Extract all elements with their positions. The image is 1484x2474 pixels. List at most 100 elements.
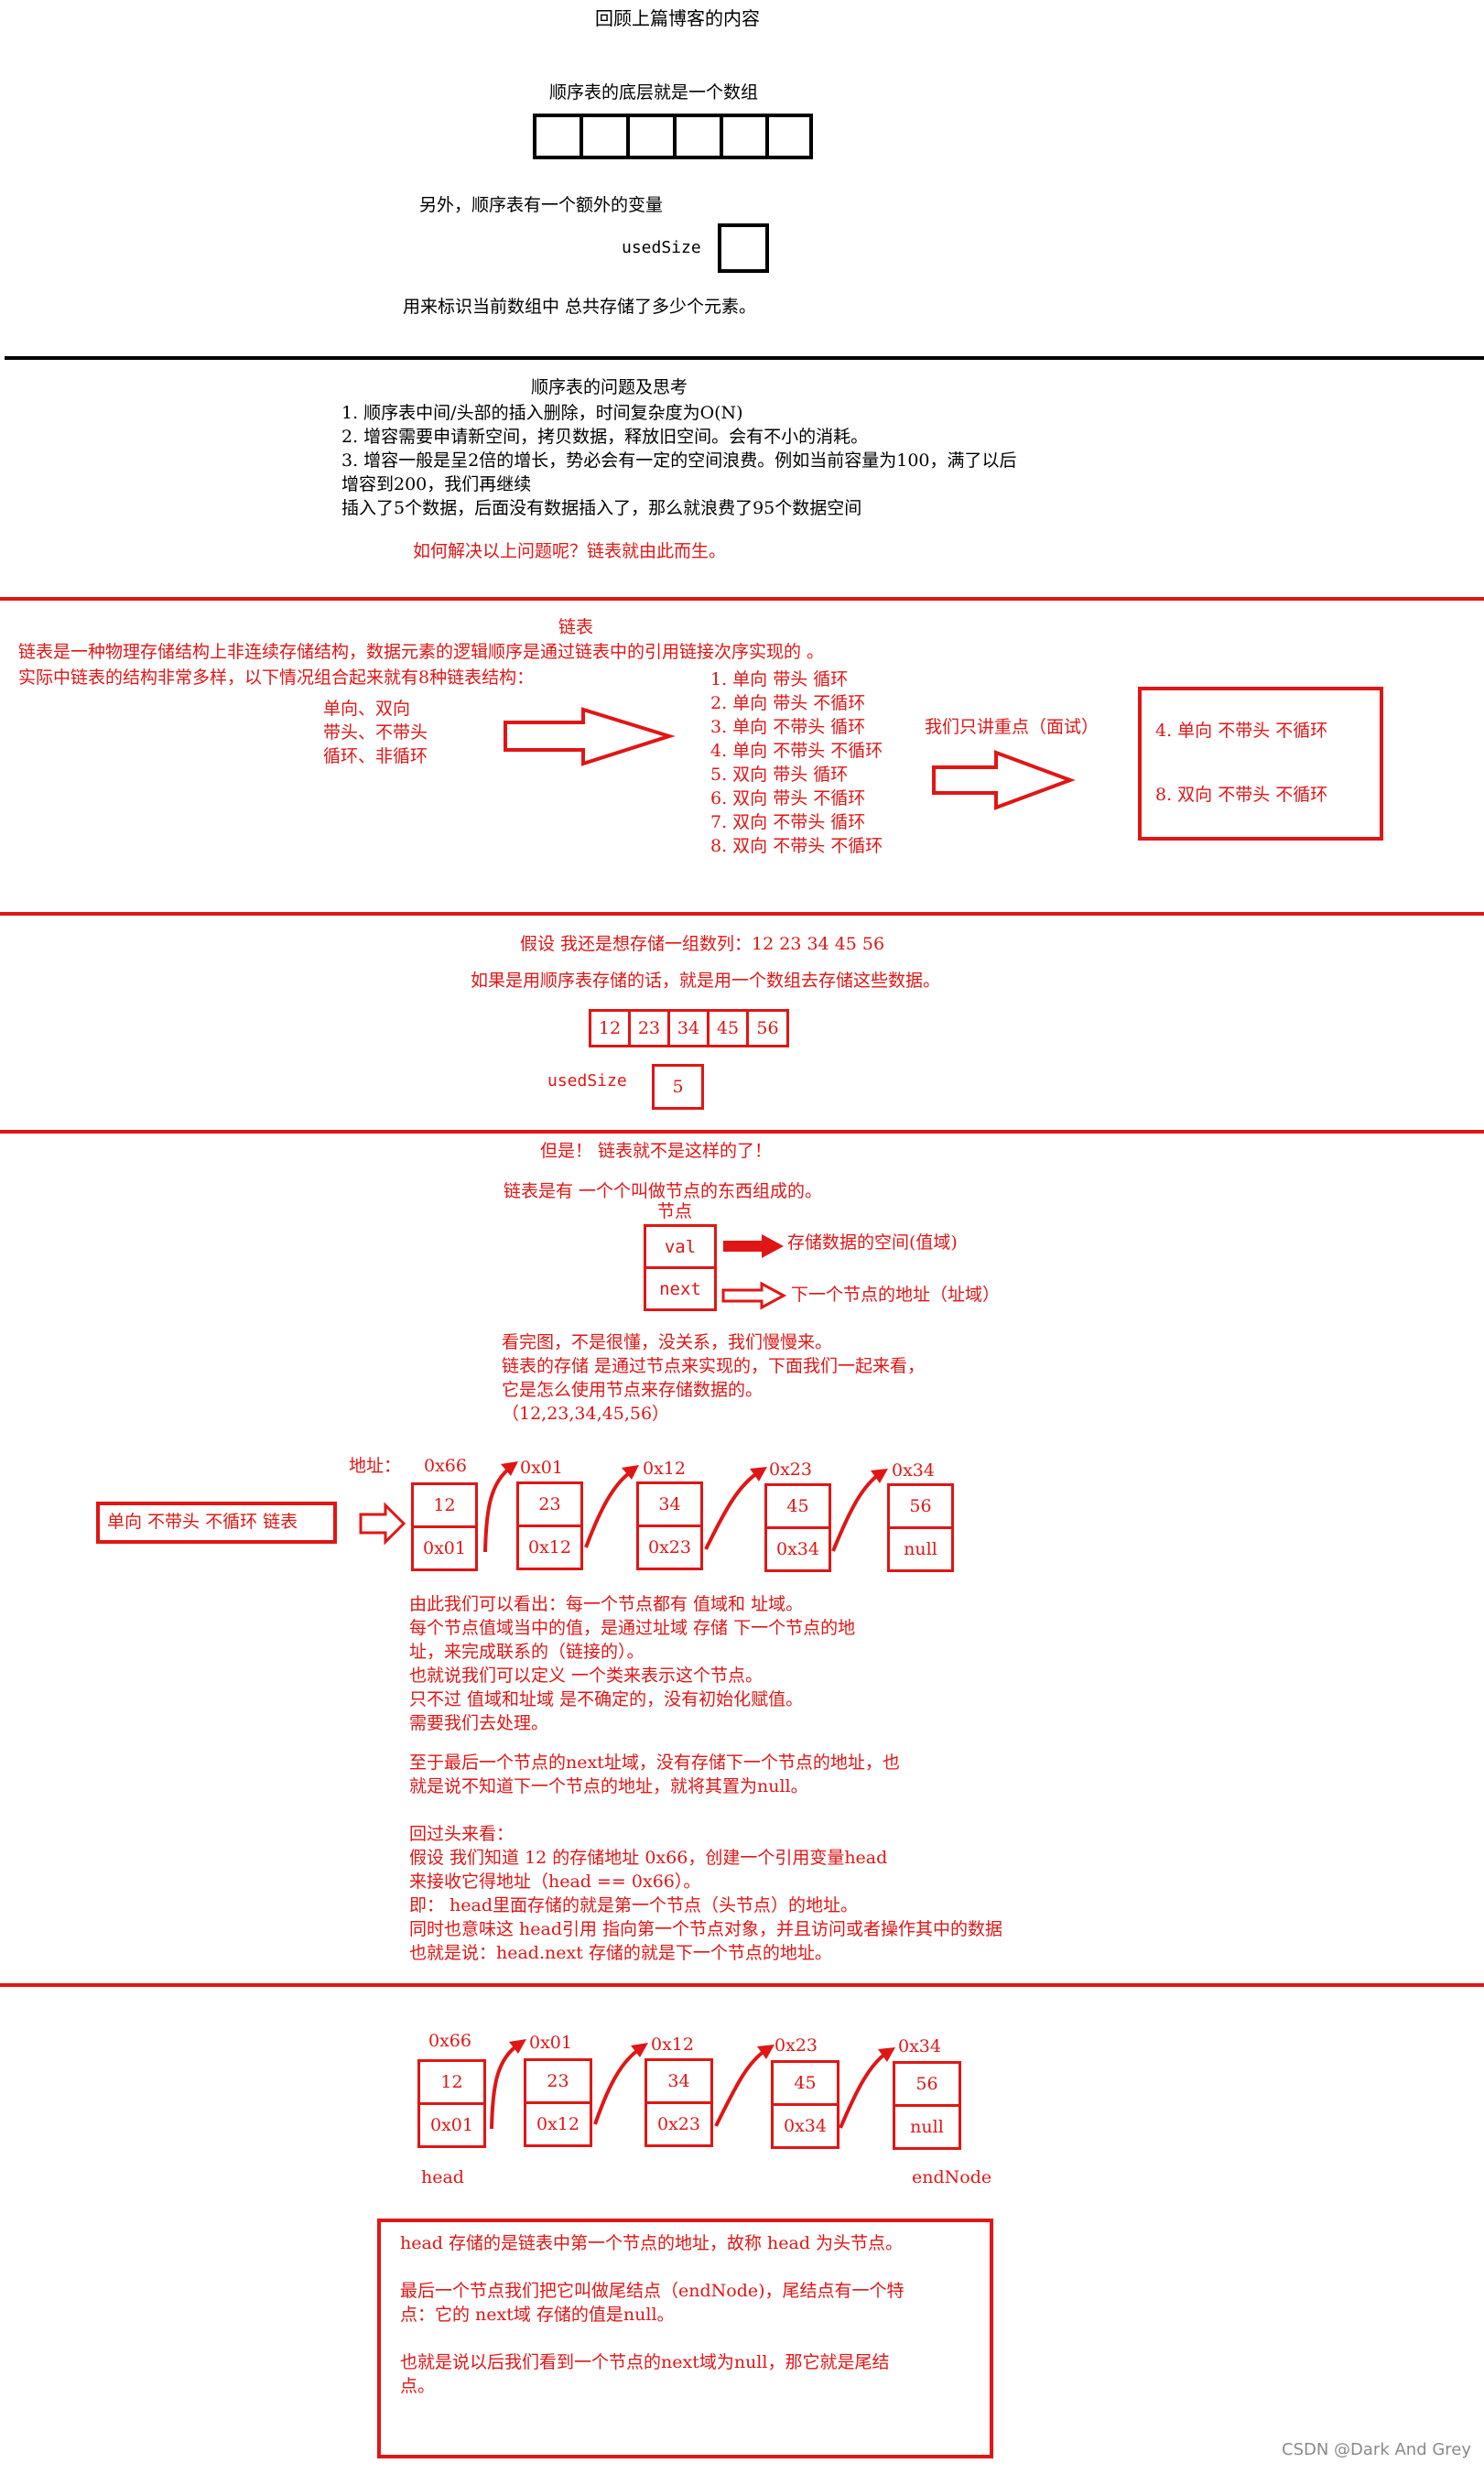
explain-line: 链表的存储 是通过节点来实现的，下面我们一起来看，: [502, 1356, 926, 1376]
next-desc: 下一个节点的地址（址域）: [791, 1285, 1001, 1305]
if-array-text: 如果是用顺序表存储的话，就是用一个数组去存储这些数据。: [471, 971, 941, 991]
divider-red: [0, 1983, 1484, 1987]
composed-text: 链表是有 一个个叫做节点的东西组成的。: [504, 1181, 823, 1201]
node-next: null: [893, 2104, 961, 2150]
hollow-arrow-icon: [721, 1281, 787, 1310]
solid-arrow-icon: [723, 1234, 784, 1258]
focus-box: [1138, 687, 1383, 841]
node-next: 0x12: [524, 2101, 592, 2147]
used-size-box: [718, 223, 769, 273]
link-arrow-icon: [593, 2046, 643, 2125]
node-label: 节点: [657, 1201, 693, 1221]
para-line: 需要我们去处理。: [409, 1713, 549, 1733]
combo-item: 单向、双向: [323, 699, 411, 719]
explain-line: 看完图，不是很懂，没关系，我们慢慢来。: [502, 1332, 833, 1352]
link-arrow-head-icon: [757, 2045, 774, 2059]
link-arrow-head-icon: [631, 2043, 648, 2057]
link-arrow-icon: [714, 2047, 769, 2127]
para-line: 至于最后一个节点的next址域，没有存储下一个节点的地址，也: [409, 1752, 900, 1773]
list-label-box: [96, 1502, 337, 1544]
link-arrow-head-icon: [501, 1461, 518, 1476]
head-label: head: [421, 2167, 464, 2187]
para-line: 也就是说：head.next 存储的就是下一个节点的地址。: [409, 1943, 832, 1963]
section3-title: 链表: [558, 617, 594, 637]
para-line: 由此我们可以看出：每一个节点都有 值域和 址域。: [409, 1594, 804, 1614]
para-line: 假设 我们知道 12 的存储地址 0x66，创建一个引用变量head: [409, 1848, 888, 1868]
array-cell: 56: [746, 1009, 789, 1047]
node-addr: 0x66: [424, 1456, 467, 1476]
node-addr: 0x34: [892, 1460, 935, 1481]
question-text: 如何解决以上问题呢？链表就由此而生。: [413, 541, 727, 561]
summary-line: 点。: [400, 2376, 436, 2396]
summary-line: head 存储的是链表中第一个节点的地址，故称 head 为头节点。: [400, 2233, 904, 2253]
block-arrow-icon: [932, 750, 1076, 810]
link-arrow-icon: [831, 1471, 883, 1552]
node-addr: 0x34: [898, 2036, 941, 2056]
node-next: 0x34: [771, 2103, 839, 2149]
link-arrow-head-icon: [871, 1469, 888, 1483]
end-node-label: endNode: [912, 2167, 992, 2187]
link-arrow-icon: [704, 1470, 762, 1550]
link-arrow-icon: [584, 1469, 634, 1548]
link-arrow-icon: [490, 2042, 522, 2130]
focus-item: 8. 双向 不带头 不循环: [1155, 785, 1328, 805]
link-arrow-icon: [839, 2050, 890, 2129]
type-item: 2. 单向 带头 不循环: [710, 693, 866, 713]
block-arrow-icon: [504, 707, 676, 766]
link-arrow-head-icon: [622, 1465, 639, 1480]
combo-item: 带头、不带头: [323, 722, 428, 743]
link-arrow-icon: [483, 1464, 515, 1553]
node-next: 0x01: [411, 1525, 478, 1571]
para-line: 同时也意味这 head引用 指向第一个节点对象，并且访问或者操作其中的数据: [409, 1919, 1003, 1939]
type-item: 4. 单向 不带头 不循环: [710, 741, 883, 761]
node-addr: 0x12: [651, 2035, 694, 2055]
link-arrow-head-icon: [878, 2047, 895, 2062]
para-line: 来接收它得地址（head == 0x66）。: [409, 1872, 701, 1892]
para-line: 回过头来看：: [409, 1824, 515, 1844]
node-next: 0x12: [516, 1525, 583, 1570]
para-line: 即： head里面存储的就是第一个节点（头节点）的地址。: [409, 1895, 859, 1915]
divider-red: [0, 597, 1484, 601]
node-next: null: [887, 1526, 954, 1572]
node-addr: 0x23: [769, 1459, 812, 1480]
node-next: 0x34: [764, 1526, 831, 1572]
assume-text: 假设 我还是想存储一组数列：12 23 34 45 56: [520, 934, 885, 954]
para-line: 每个节点值域当中的值，是通过址域 存储 下一个节点的地: [409, 1618, 856, 1638]
node-next: 0x23: [645, 2101, 713, 2147]
focus-note: 我们只讲重点（面试）: [925, 717, 1099, 737]
summary-line: 点：它的 next域 存储的值是null。: [400, 2305, 675, 2325]
explain-line: （12,23,34,45,56）: [502, 1404, 670, 1424]
node-addr: 0x01: [529, 2033, 572, 2053]
section2-title: 顺序表的问题及思考: [531, 377, 688, 397]
node-next: 0x23: [636, 1525, 703, 1570]
watermark: CSDN @Dark And Grey: [1282, 2440, 1472, 2459]
type-item: 8. 双向 不带头 不循环: [710, 836, 883, 856]
node-addr: 0x23: [774, 2035, 818, 2056]
divider-red: [0, 1130, 1484, 1134]
section1-title: 回顾上篇博客的内容: [595, 7, 760, 29]
combo-item: 循环、非循环: [323, 746, 428, 766]
summary-line: 最后一个节点我们把它叫做尾结点（endNode)，尾结点有一个特: [400, 2281, 904, 2301]
link-arrow-head-icon: [509, 2039, 526, 2054]
node-next: 0x01: [417, 2102, 486, 2148]
divider-red: [0, 912, 1484, 916]
problem-line: 1. 顺序表中间/头部的插入删除，时间复杂度为O(N): [341, 403, 743, 423]
type-item: 5. 双向 带头 循环: [710, 765, 849, 785]
para-line: 只不过 值域和址域 是不确定的，没有初始化赋值。: [409, 1689, 804, 1709]
focus-item: 4. 单向 不带头 不循环: [1155, 721, 1328, 741]
type-item: 1. 单向 带头 循环: [710, 669, 849, 689]
link-arrow-head-icon: [750, 1467, 767, 1481]
extra-var-text: 另外，顺序表有一个额外的变量: [419, 195, 664, 215]
problem-line: 增容到200，我们再继续: [341, 474, 532, 494]
type-item: 7. 双向 不带头 循环: [710, 812, 866, 832]
val-desc: 存储数据的空间(值域): [787, 1232, 958, 1253]
used-size-value: 5: [652, 1064, 704, 1110]
type-item: 6. 双向 带头 不循环: [710, 788, 866, 808]
summary-box: [377, 2219, 993, 2458]
used-size-desc: 用来标识当前数组中 总共存储了多少个元素。: [403, 297, 757, 317]
node-addr: 0x12: [643, 1459, 686, 1479]
used-size-label: usedSize: [622, 238, 701, 257]
para-line: 也就说我们可以定义 一个类来表示这个节点。: [409, 1666, 764, 1686]
used-size-label: usedSize: [547, 1071, 627, 1091]
